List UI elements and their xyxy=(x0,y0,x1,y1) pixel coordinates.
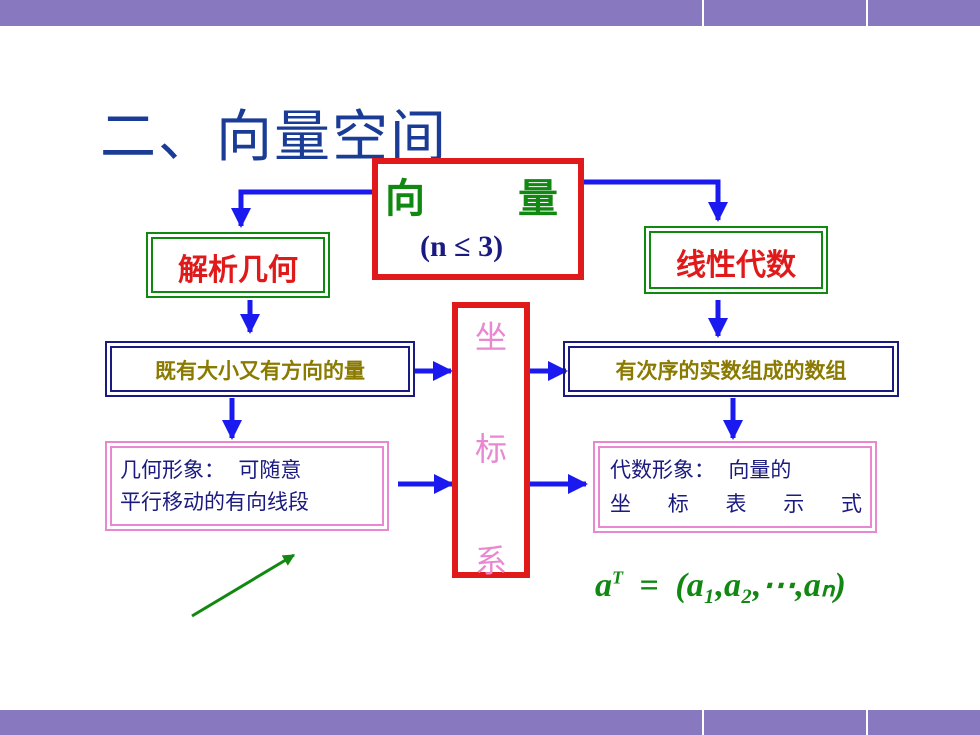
algebraic-image-line-2: 坐 标 表 示 式 xyxy=(610,488,862,518)
coord-expression-char: 表 xyxy=(725,492,747,516)
coord-expression-char: 式 xyxy=(841,492,862,516)
vector-condition: (n ≤ 3) xyxy=(420,230,504,263)
green-pointer-arrow xyxy=(191,553,296,618)
geometric-image-line-2: 平行移动的有向线段 xyxy=(120,490,309,514)
linear-algebra-label: 线性代数 xyxy=(676,248,796,283)
formula-transpose: T xyxy=(612,567,623,588)
analytic-geometry-box xyxy=(146,232,330,298)
analytic-geometry-label: 解析几何 xyxy=(178,253,298,288)
coord-expression-char: 标 xyxy=(667,492,689,516)
linear-algebra-box xyxy=(644,226,828,294)
arrow-vector-to-linear-algebra xyxy=(583,179,728,222)
top-band xyxy=(0,0,980,26)
magnitude-direction-text: 既有大小又有方向的量 xyxy=(155,359,365,383)
vector-formula: aT = (a₁,a₂,⋯,aₙ) xyxy=(595,565,846,605)
coord-char-3: 系 xyxy=(474,542,507,580)
coord-char-1: 坐 xyxy=(474,318,507,356)
algebraic-image-box xyxy=(593,441,877,533)
band-divider xyxy=(702,710,704,735)
formula-rhs: (a₁,a₂,⋯,aₙ) xyxy=(675,567,846,604)
arrow-vector-to-analytic-geometry xyxy=(231,189,372,228)
vector-box xyxy=(372,158,584,280)
coordinate-system-box xyxy=(452,302,530,578)
bottom-band xyxy=(0,710,980,735)
coord-char-2: 标 xyxy=(474,430,507,468)
formula-lhs: a xyxy=(595,567,612,604)
magnitude-direction-box xyxy=(105,341,415,397)
ordered-array-box xyxy=(563,341,899,397)
vector-label-char-1: 向 xyxy=(385,175,425,222)
coord-expression-char: 坐 xyxy=(610,492,631,516)
geometric-image-box xyxy=(105,441,389,531)
ordered-array-text: 有次序的实数组成的数组 xyxy=(615,359,847,383)
algebraic-image-line-1: 代数形象： 向量的 xyxy=(610,458,792,482)
vector-label-char-2: 量 xyxy=(518,175,558,222)
band-divider xyxy=(866,710,868,735)
band-divider xyxy=(702,0,704,26)
formula-equals: = xyxy=(639,567,659,604)
geometric-image-line-1: 几何形象： 可随意 xyxy=(120,458,302,482)
coord-expression-char: 示 xyxy=(783,492,805,516)
band-divider xyxy=(866,0,868,26)
